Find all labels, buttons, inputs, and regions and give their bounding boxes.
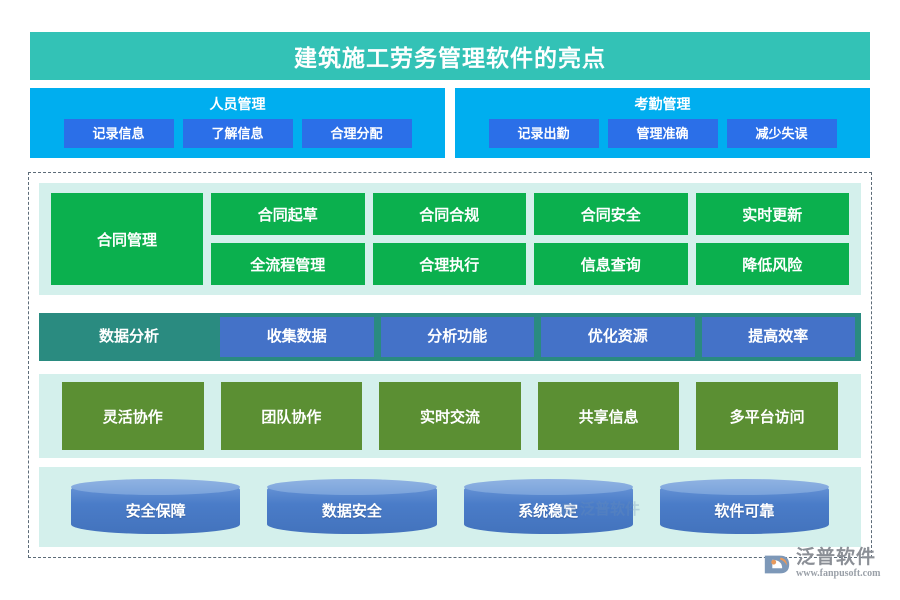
chip-understand-info[interactable]: 了解信息 [182,119,293,148]
panel-personnel-management: 人员管理 记录信息 了解信息 合理分配 [30,88,445,158]
cell-flexible-collaboration[interactable]: 灵活协作 [62,382,204,450]
page-title-bar: 建筑施工劳务管理软件的亮点 [30,32,870,80]
cell-contract-drafting[interactable]: 合同起草 [211,193,365,235]
chip-record-attendance[interactable]: 记录出勤 [488,119,599,148]
brand-name: 泛普软件 [796,547,877,568]
cylinder-system-stability-label: 系统稳定 [518,502,579,520]
cylinder-software-reliability[interactable]: 软件可靠 [659,479,830,534]
page-title: 建筑施工劳务管理软件的亮点 [294,45,606,71]
cell-contract-security[interactable]: 合同安全 [534,193,688,235]
cell-analysis-function[interactable]: 分析功能 [380,317,534,357]
contract-management-label: 合同管理 [51,193,203,285]
chip-accurate-management[interactable]: 管理准确 [607,119,718,148]
cell-reduce-risk[interactable]: 降低风险 [695,243,849,285]
cell-optimize-resources[interactable]: 优化资源 [541,317,695,357]
chip-record-info[interactable]: 记录信息 [63,119,174,148]
cylinder-system-stability[interactable]: 系统稳定 [463,479,634,534]
cell-contract-compliance[interactable]: 合同合规 [372,193,526,235]
fanpu-brand-icon [764,555,790,573]
brand-logo-text: 泛普软件 www.fanpusoft.com [796,548,880,579]
panel-attendance-title: 考勤管理 [634,96,691,112]
panel-attendance-chips: 记录出勤 管理准确 减少失误 [455,119,870,148]
contract-management-block: 合同管理 合同起草 合同合规 合同安全 实时更新 全流程管理 合理执行 信息查询… [39,183,861,295]
cylinder-security-guarantee-label: 安全保障 [125,502,186,520]
brand-logo: 泛普软件 www.fanpusoft.com [762,548,880,579]
cell-reasonable-execution[interactable]: 合理执行 [372,243,526,285]
cell-share-information[interactable]: 共享信息 [537,382,680,450]
data-analysis-block: 数据分析 收集数据 分析功能 优化资源 提高效率 [39,313,861,361]
panel-personnel-title: 人员管理 [209,96,266,112]
contract-feature-grid: 合同起草 合同合规 合同安全 实时更新 全流程管理 合理执行 信息查询 降低风险 [211,193,849,285]
cell-multiplatform-access[interactable]: 多平台访问 [696,382,838,450]
cylinder-software-reliability-label: 软件可靠 [714,502,775,520]
cell-full-process-management[interactable]: 全流程管理 [211,243,365,285]
cell-information-query[interactable]: 信息查询 [534,243,688,285]
brand-url: www.fanpusoft.com [796,568,881,579]
cell-realtime-communication[interactable]: 实时交流 [379,382,521,450]
collaboration-block: 灵活协作 团队协作 实时交流 共享信息 多平台访问 [39,374,861,458]
cell-collect-data[interactable]: 收集数据 [220,317,374,357]
cylinder-data-security-label: 数据安全 [321,502,382,520]
features-dashed-container [28,172,872,558]
cell-realtime-update[interactable]: 实时更新 [695,193,849,235]
panel-personnel-chips: 记录信息 了解信息 合理分配 [30,119,445,148]
panel-attendance-management: 考勤管理 记录出勤 管理准确 减少失误 [455,88,870,158]
top-panels-row: 人员管理 记录信息 了解信息 合理分配 考勤管理 记录出勤 管理准确 减少失误 [30,88,870,158]
chip-reduce-errors[interactable]: 减少失误 [726,119,837,148]
cylinder-data-security[interactable]: 数据安全 [267,479,437,534]
chip-reasonable-allocation[interactable]: 合理分配 [301,119,412,148]
cell-improve-efficiency[interactable]: 提高效率 [701,317,855,357]
reliability-block: 安全保障 数据安全 系统稳定 软件可靠 [39,467,861,547]
cell-team-collaboration[interactable]: 团队协作 [220,382,363,450]
cylinder-security-guarantee[interactable]: 安全保障 [71,479,241,534]
data-analysis-label: 数据分析 [98,328,159,345]
